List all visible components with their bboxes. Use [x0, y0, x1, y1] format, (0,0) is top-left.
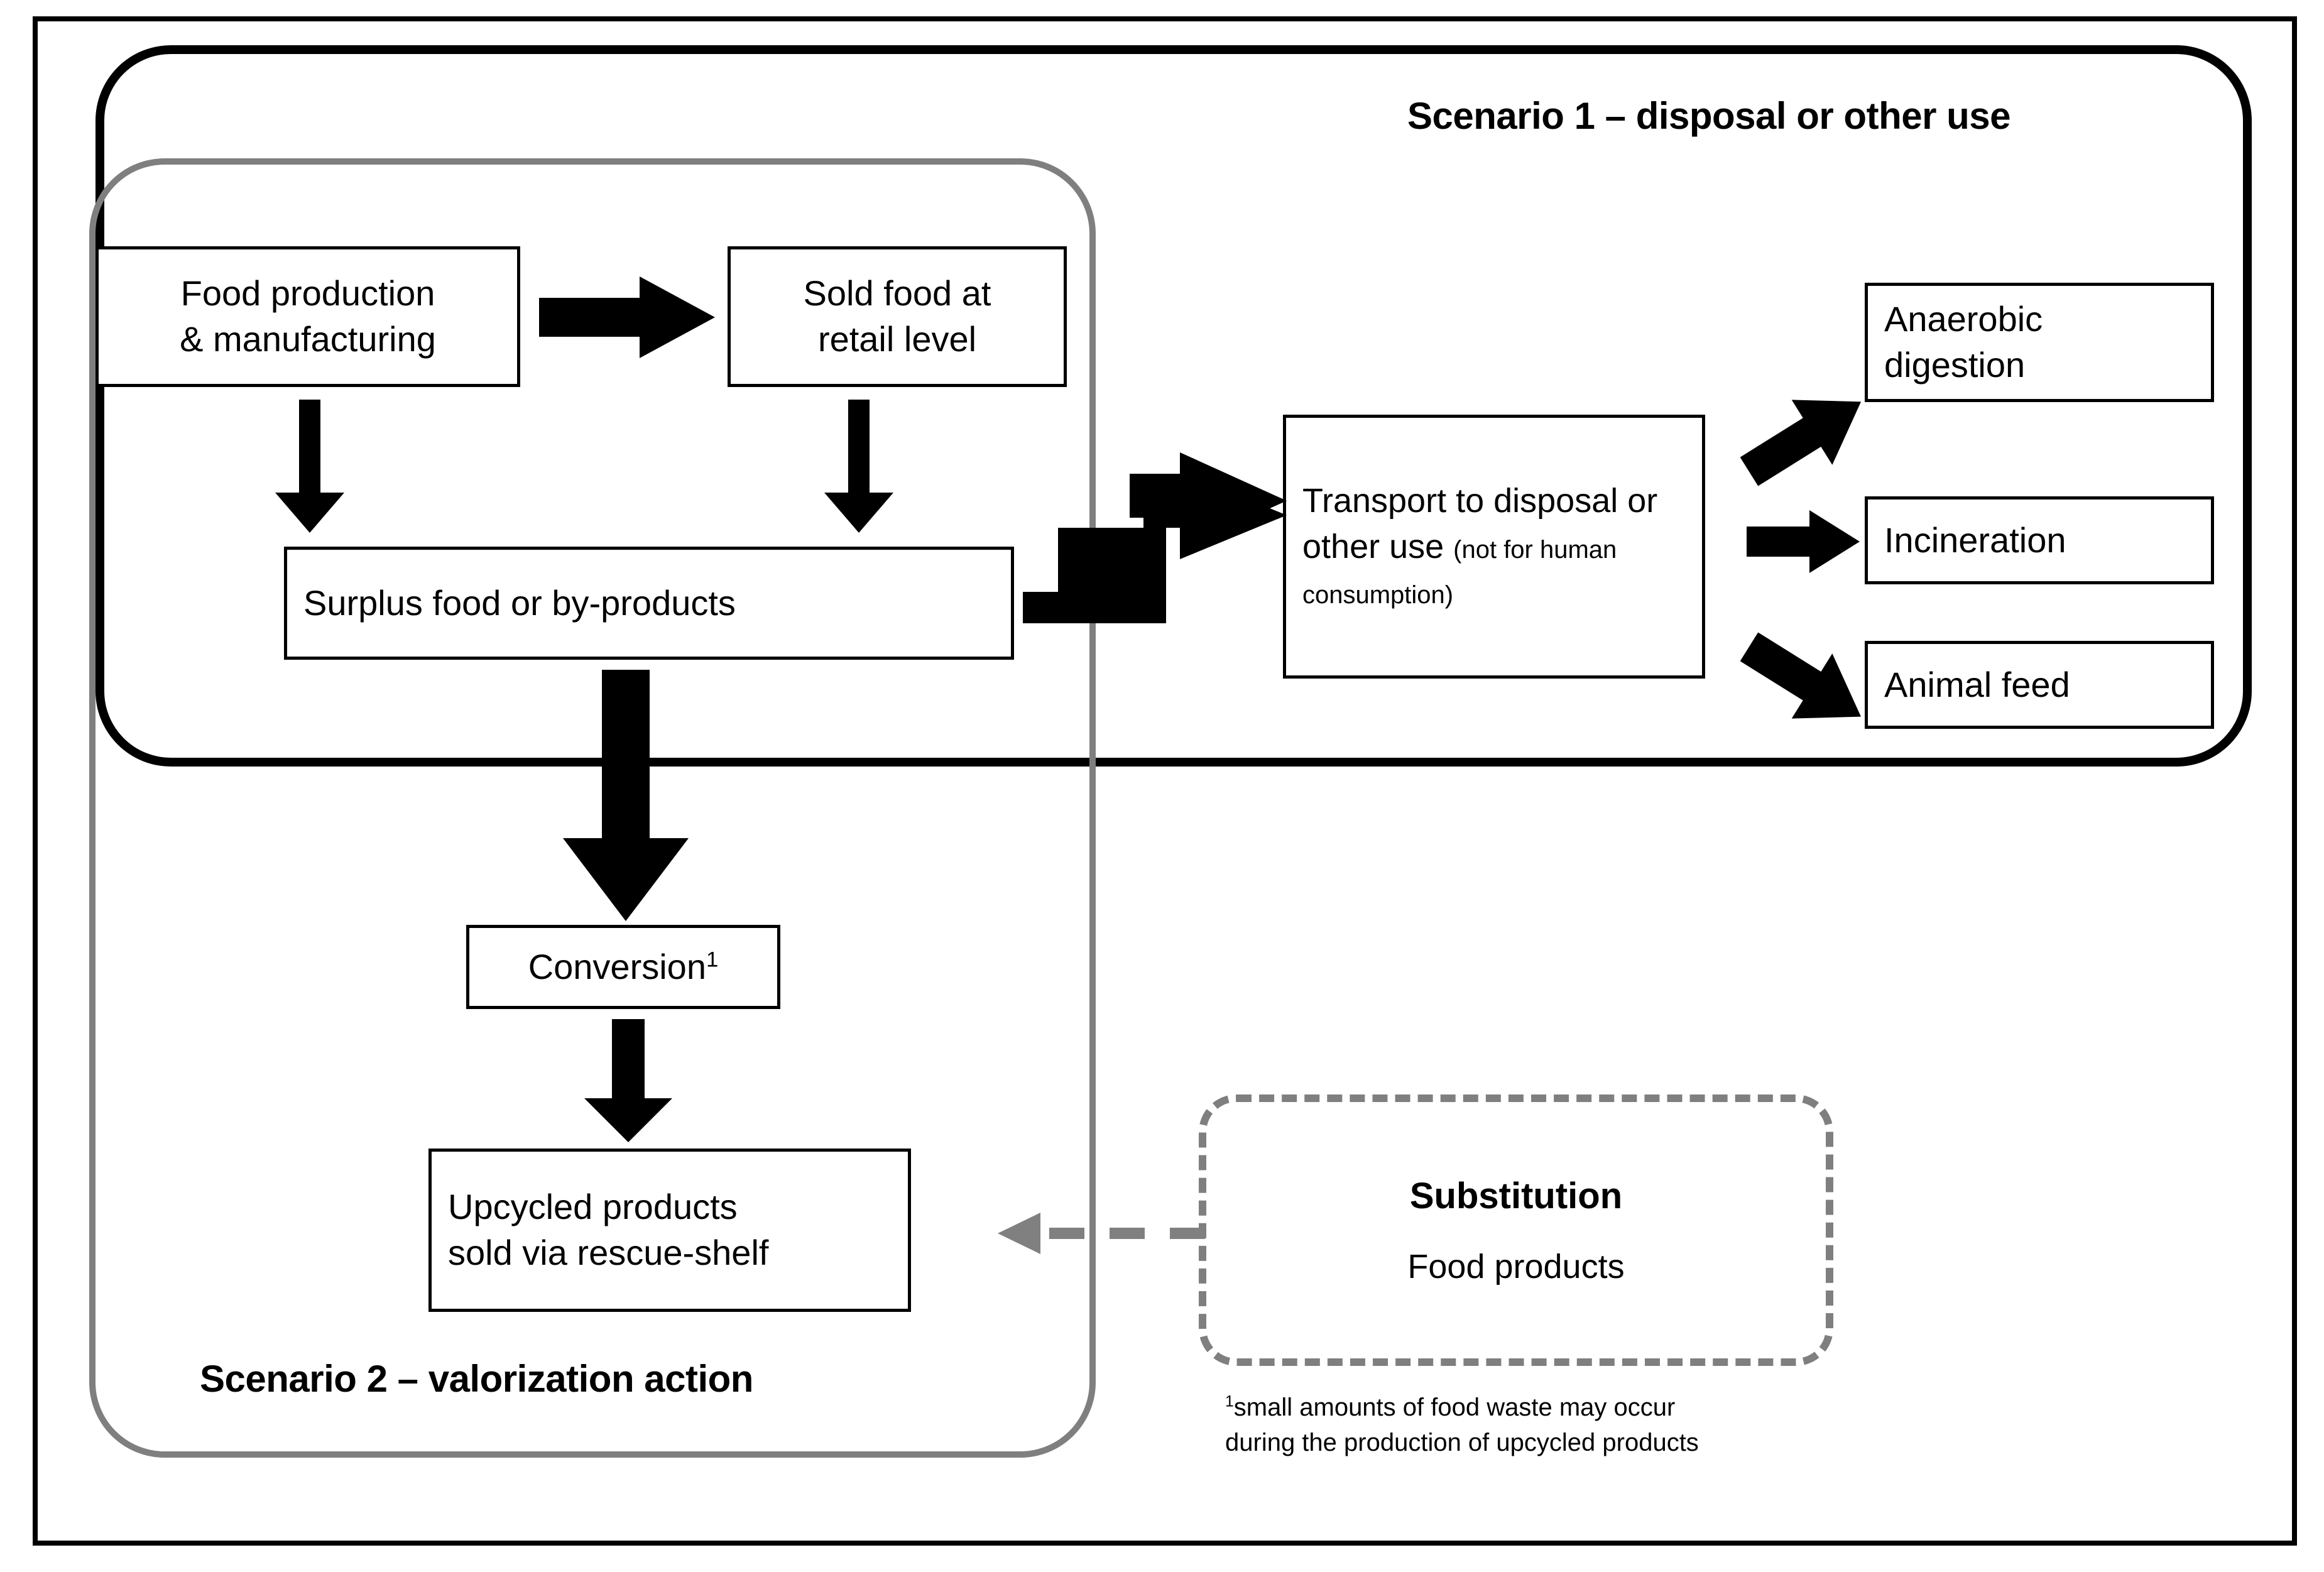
arrow-transport-to-animal-feed [1740, 632, 1862, 719]
upcycled-line2: sold via rescue-shelf [448, 1233, 769, 1272]
box-conversion-label: Conversion1 [528, 944, 719, 990]
scenario-2-label: Scenario 2 – valorization action [200, 1358, 753, 1400]
animal-feed-label: Animal feed [1884, 664, 2070, 704]
food-production-line1: Food production [180, 273, 435, 314]
box-anaerobic-label: Anaerobic digestion [1884, 297, 2043, 388]
box-incineration[interactable]: Incineration [1865, 496, 2214, 584]
box-upcycled-products[interactable]: Upcycled products sold via rescue-shelf [428, 1149, 911, 1312]
box-transport[interactable]: Transport to disposal or other use (not … [1283, 415, 1705, 679]
box-sold-food-label: Sold food at retail level [804, 271, 991, 363]
footnote: 1small amounts of food waste may occur d… [1225, 1390, 1916, 1460]
sold-food-line2: retail level [817, 319, 977, 359]
box-sold-food[interactable]: Sold food at retail level [728, 246, 1067, 387]
substitution-box[interactable]: Substitution Food products [1199, 1094, 1833, 1366]
substitution-subtitle: Food products [1407, 1247, 1625, 1285]
conversion-text: Conversion [528, 946, 706, 986]
footnote-line1: small amounts of food waste may occur [1233, 1394, 1676, 1421]
sold-food-line1: Sold food at [803, 273, 991, 314]
box-surplus-food[interactable]: Surplus food or by-products [284, 547, 1014, 660]
box-transport-label: Transport to disposal or other use (not … [1302, 478, 1694, 614]
arrow-food-production-to-sold-food [539, 276, 715, 358]
arrow-conversion-to-upcycled [584, 1019, 672, 1142]
arrow-transport-to-incineration [1747, 510, 1860, 573]
scenario-2-container [89, 158, 1096, 1458]
upcycled-line1: Upcycled products [448, 1187, 738, 1227]
anaerobic-line1: Anaerobic [1884, 299, 2043, 339]
arrow-surplus-to-conversion [563, 670, 689, 921]
scenario-1-label: Scenario 1 – disposal or other use [1407, 95, 2011, 137]
arrow-food-production-to-surplus [275, 400, 344, 533]
incineration-label: Incineration [1884, 520, 2066, 560]
footnote-marker: 1 [1225, 1393, 1234, 1411]
transport-note-text: (not for human consumption) [1302, 535, 1617, 609]
transport-main-text: Transport to disposal or other use [1302, 482, 1658, 565]
box-food-production[interactable]: Food production & manufacturing [95, 246, 520, 387]
box-anaerobic-digestion[interactable]: Anaerobic digestion [1865, 283, 2214, 402]
anaerobic-line2: digestion [1884, 345, 2026, 385]
substitution-title: Substitution [1409, 1175, 1623, 1216]
box-animal-feed[interactable]: Animal feed [1865, 641, 2214, 729]
outer-frame [33, 16, 2297, 1546]
box-food-production-label: Food production & manufacturing [180, 271, 436, 363]
arrow-surplus-to-transport [1023, 452, 1287, 623]
arrow-substitution-to-upcycled [998, 1213, 1205, 1254]
arrow-transport-to-anaerobic [1740, 400, 1862, 486]
footnote-line2: during the production of upcycled produc… [1225, 1429, 1699, 1456]
conversion-superscript: 1 [706, 947, 719, 971]
food-production-line2: & manufacturing [180, 319, 436, 359]
surplus-food-label: Surplus food or by-products [303, 582, 736, 623]
arrow-sold-food-to-surplus [824, 400, 893, 533]
box-upcycled-label: Upcycled products sold via rescue-shelf [448, 1184, 768, 1276]
box-conversion[interactable]: Conversion1 [466, 925, 780, 1009]
